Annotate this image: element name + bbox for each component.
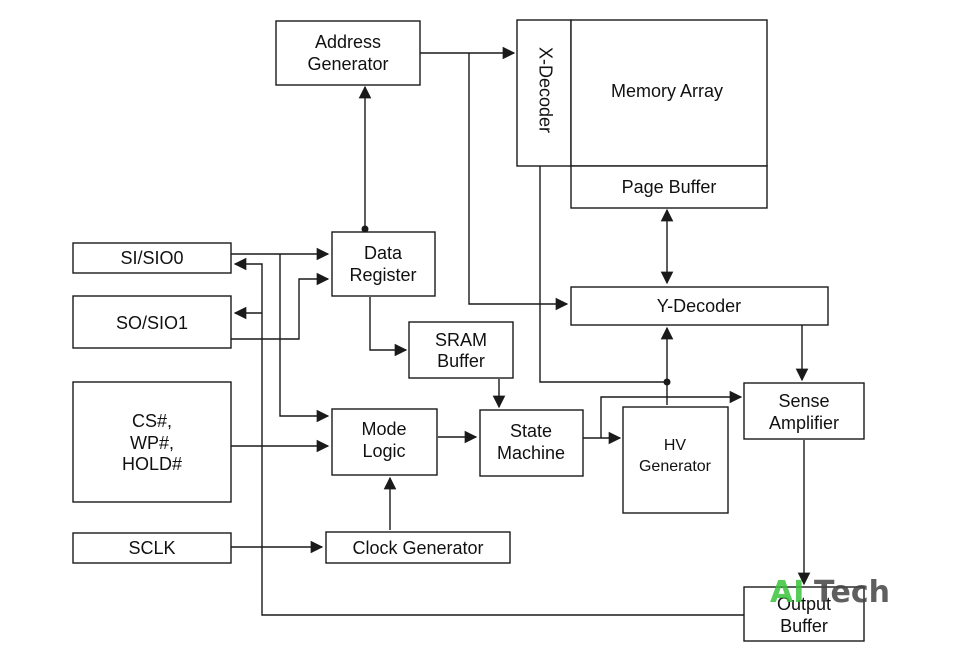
clock-generator-label: Clock Generator — [352, 538, 483, 558]
data-register-label-2: Register — [349, 265, 416, 285]
wire-datareg-sram — [369, 297, 408, 357]
page-buffer-block: Page Buffer — [570, 165, 768, 209]
junction-dot — [663, 378, 671, 386]
memory-array-label: Memory Array — [611, 81, 723, 101]
hv-generator-label-1: HV — [664, 437, 687, 454]
y-decoder-label: Y-Decoder — [657, 296, 741, 316]
wp-label: WP#, — [130, 433, 174, 453]
sclk-block: SCLK — [72, 532, 232, 564]
cs-label: CS#, — [132, 411, 172, 431]
sclk-label: SCLK — [128, 538, 175, 558]
sense-amplifier-block: Sense Amplifier — [743, 382, 865, 440]
page-buffer-label: Page Buffer — [622, 177, 717, 197]
connections — [231, 46, 811, 616]
output-buffer-label-2: Buffer — [780, 616, 828, 636]
hv-generator-label-2: Generator — [639, 458, 712, 475]
sram-buffer-block: SRAM Buffer — [408, 321, 514, 379]
si-sio0-block: SI/SIO0 — [72, 242, 232, 274]
hv-generator-block: HV Generator — [622, 406, 729, 514]
wire-output-feedback — [233, 257, 744, 616]
wire-so-datareg — [231, 272, 330, 340]
so-sio1-label: SO/SIO1 — [116, 313, 188, 333]
output-buffer-label-1: Output — [777, 594, 831, 614]
si-sio0-label: SI/SIO0 — [120, 248, 183, 268]
x-decoder-label: X-Decoder — [535, 47, 555, 133]
x-decoder-block: X-Decoder — [516, 19, 572, 167]
state-machine-block: State Machine — [479, 409, 584, 477]
mode-logic-label-1: Mode — [361, 419, 406, 439]
cs-wp-hold-block: CS#, WP#, HOLD# — [72, 381, 232, 503]
clock-generator-block: Clock Generator — [325, 531, 511, 564]
wire-xdecoder-hv — [539, 166, 667, 383]
hold-label: HOLD# — [122, 454, 182, 474]
sense-amplifier-label-1: Sense — [778, 391, 829, 411]
so-sio1-block: SO/SIO1 — [72, 295, 232, 349]
data-register-label-1: Data — [364, 243, 403, 263]
address-generator-label-2: Generator — [307, 54, 388, 74]
aitech-watermark-logo: AI Tech — [770, 575, 890, 610]
watermark-part2: Tech — [814, 575, 890, 610]
sram-buffer-label-2: Buffer — [437, 351, 485, 371]
mode-logic-label-2: Logic — [362, 441, 405, 461]
wire-addr-to-ydecoder — [468, 53, 569, 311]
state-machine-label-1: State — [510, 421, 552, 441]
state-machine-label-2: Machine — [497, 443, 565, 463]
watermark-part1: AI — [770, 575, 804, 610]
address-generator-block: Address Generator — [275, 20, 421, 86]
sram-buffer-label-1: SRAM — [435, 330, 487, 350]
sense-amplifier-label-2: Amplifier — [769, 413, 839, 433]
output-buffer-block: Output Buffer — [743, 586, 865, 642]
address-generator-label-1: Address — [315, 32, 381, 52]
y-decoder-block: Y-Decoder — [570, 286, 829, 326]
memory-array-block: Memory Array — [570, 19, 768, 167]
wire-state-sense — [600, 390, 743, 438]
wire-si-mode — [279, 254, 330, 423]
mode-logic-block: Mode Logic — [331, 408, 438, 476]
junction-dot — [361, 225, 369, 233]
data-register-block: Data Register — [331, 231, 436, 297]
